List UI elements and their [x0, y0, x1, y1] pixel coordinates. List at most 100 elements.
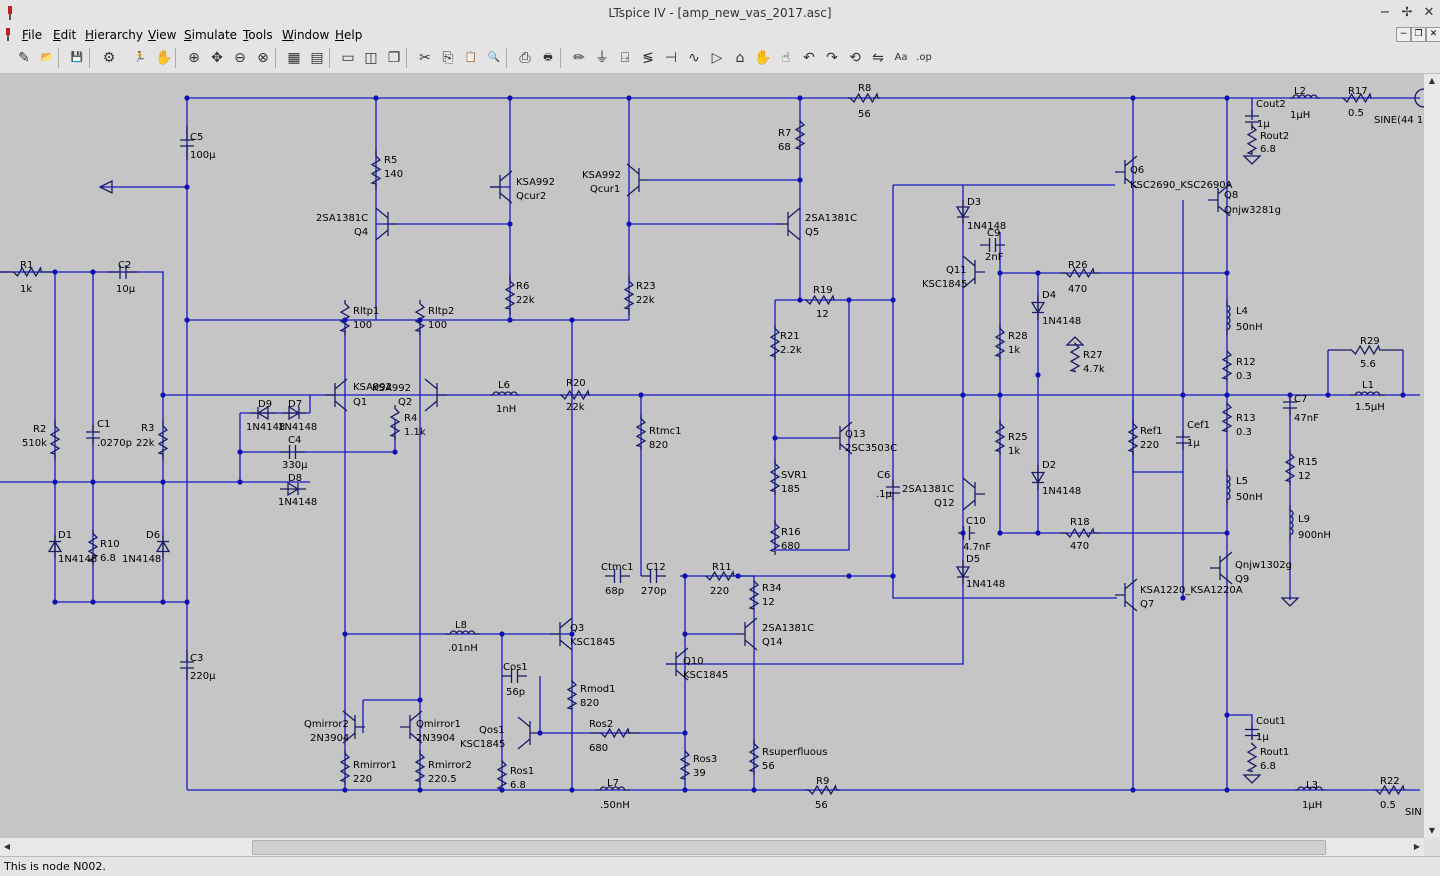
junction-dot[interactable]: [997, 530, 1003, 536]
diode-icon[interactable]: ▷: [711, 50, 723, 66]
transistor-q8[interactable]: [1208, 183, 1231, 217]
junction-dot[interactable]: [184, 317, 190, 323]
menu-file[interactable]: File: [22, 28, 43, 42]
resistor-r2[interactable]: [49, 420, 61, 460]
junction-dot[interactable]: [507, 317, 513, 323]
transistor-qmirror2[interactable]: [342, 710, 365, 744]
resistor-rmirror1[interactable]: [339, 750, 351, 785]
junction-dot[interactable]: [507, 95, 513, 101]
diode-d9[interactable]: [250, 405, 276, 421]
wire[interactable]: [892, 185, 1117, 599]
junction-dot[interactable]: [1224, 95, 1230, 101]
junction-dot[interactable]: [52, 269, 58, 275]
junction-dot[interactable]: [797, 95, 803, 101]
new-schematic-icon[interactable]: ✎: [18, 50, 30, 66]
print-icon[interactable]: 🖶: [543, 52, 553, 63]
rotate-icon[interactable]: ⟲: [849, 50, 861, 66]
cascade-icon[interactable]: ❐: [387, 50, 401, 66]
junction-dot[interactable]: [417, 697, 423, 703]
resistor-r22[interactable]: [1375, 784, 1405, 796]
resistor-r12[interactable]: [1221, 350, 1233, 380]
junction-dot[interactable]: [569, 631, 575, 637]
tile-horizontal-icon[interactable]: ▭: [341, 50, 355, 66]
menu-simulate[interactable]: Simulate: [184, 28, 238, 42]
transistor-q4[interactable]: [375, 207, 398, 241]
junction-dot[interactable]: [890, 573, 896, 579]
transistor-q5[interactable]: [778, 207, 801, 241]
mdi-close-button[interactable]: ✕: [1426, 27, 1440, 42]
inductor-l1[interactable]: [1350, 391, 1385, 396]
resistor-r8[interactable]: [848, 92, 880, 104]
transistor-q1[interactable]: [325, 378, 348, 412]
junction-dot[interactable]: [797, 297, 803, 303]
maximize-button[interactable]: ✢: [1401, 5, 1413, 20]
paste-icon[interactable]: 📋: [464, 52, 478, 63]
junction-dot[interactable]: [1224, 787, 1230, 793]
resistor-r6[interactable]: [504, 275, 516, 315]
ground-icon[interactable]: [1065, 336, 1085, 346]
resistor-r9[interactable]: [805, 784, 840, 796]
capacitor-c12[interactable]: [641, 569, 666, 583]
copy-icon[interactable]: ⎘: [442, 50, 454, 66]
mirror-icon[interactable]: ⇋: [872, 50, 884, 66]
junction-dot[interactable]: [1287, 392, 1293, 398]
junction-dot[interactable]: [569, 317, 575, 323]
junction-dot[interactable]: [52, 599, 58, 605]
menu-window[interactable]: Window: [282, 28, 330, 42]
junction-dot[interactable]: [1224, 270, 1230, 276]
junction-dot[interactable]: [1035, 270, 1041, 276]
transistor-q2[interactable]: [424, 378, 447, 412]
resistor-r29[interactable]: [1328, 344, 1403, 356]
junction-dot[interactable]: [997, 392, 1003, 398]
resistor-r13[interactable]: [1221, 401, 1233, 433]
junction-dot[interactable]: [1224, 530, 1230, 536]
junction-dot[interactable]: [797, 177, 803, 183]
junction-dot[interactable]: [772, 435, 778, 441]
ground-icon[interactable]: [1242, 774, 1262, 784]
zoom-fit-icon[interactable]: ⊗: [257, 50, 269, 66]
capacitor-c2[interactable]: [108, 265, 138, 279]
minimize-button[interactable]: −: [1379, 5, 1391, 20]
resistor-r23[interactable]: [623, 275, 635, 315]
resistor-r18[interactable]: [1060, 527, 1100, 539]
junction-dot[interactable]: [342, 317, 348, 323]
mark-text-icon[interactable]: ▤: [310, 50, 324, 66]
junction-dot[interactable]: [1400, 392, 1406, 398]
scroll-up-icon[interactable]: ▲: [1428, 76, 1436, 85]
menu-view[interactable]: View: [148, 28, 177, 42]
inductor-icon[interactable]: ∿: [688, 50, 700, 66]
control-panel-icon[interactable]: ⚙: [102, 50, 116, 66]
drag-icon[interactable]: ☝: [781, 50, 791, 66]
junction-dot[interactable]: [160, 599, 166, 605]
ground-icon[interactable]: [1242, 155, 1262, 165]
resistor-r27[interactable]: [1069, 341, 1081, 373]
wire[interactable]: [666, 185, 964, 665]
capacitor-ctmc1[interactable]: [605, 569, 630, 583]
resistor-r11[interactable]: [705, 570, 735, 582]
open-icon[interactable]: 📂: [40, 52, 54, 63]
junction-dot[interactable]: [417, 317, 423, 323]
mdi-minimize-button[interactable]: −: [1396, 27, 1411, 42]
resistor-svr1[interactable]: [769, 460, 781, 495]
junction-dot[interactable]: [638, 392, 644, 398]
resistor-r3[interactable]: [157, 420, 169, 460]
resistor-rmirror2[interactable]: [414, 750, 426, 785]
junction-dot[interactable]: [160, 479, 166, 485]
transistor-q6[interactable]: [1115, 155, 1138, 189]
junction-dot[interactable]: [160, 392, 166, 398]
diode-d5[interactable]: [955, 560, 971, 584]
sine-source-1[interactable]: [1414, 88, 1424, 108]
transistor-q12[interactable]: [962, 477, 985, 511]
junction-dot[interactable]: [997, 270, 1003, 276]
draw-wire-icon[interactable]: ✏: [573, 50, 585, 66]
scroll-right-icon[interactable]: ▶: [1413, 842, 1421, 851]
capacitor-cout2[interactable]: [1245, 110, 1259, 128]
junction-dot[interactable]: [846, 573, 852, 579]
junction-dot[interactable]: [537, 730, 543, 736]
junction-dot[interactable]: [507, 221, 513, 227]
junction-dot[interactable]: [682, 787, 688, 793]
junction-dot[interactable]: [499, 631, 505, 637]
net-label-arrow[interactable]: [98, 179, 113, 195]
vertical-scrollbar[interactable]: ▲ ▼: [1424, 74, 1440, 838]
